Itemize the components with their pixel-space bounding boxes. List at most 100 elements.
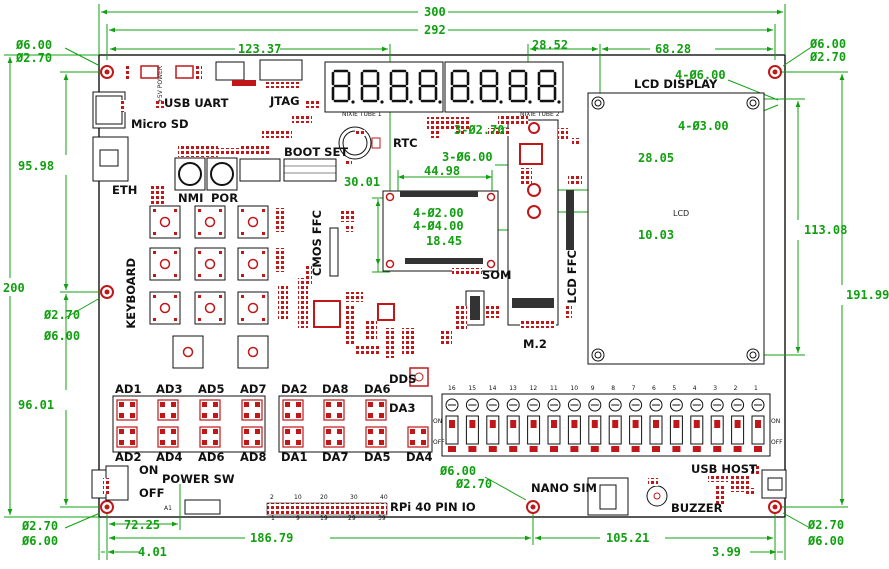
pad-cluster bbox=[558, 128, 568, 140]
rpi-pin-top: 10 bbox=[294, 494, 302, 501]
label-da-bottom: DA4 bbox=[406, 450, 433, 464]
nixie-digit bbox=[360, 69, 380, 103]
switch-number: 1 bbox=[754, 385, 758, 392]
pad-cluster bbox=[708, 476, 728, 482]
pad-cluster bbox=[155, 100, 165, 108]
label-da3: DA3 bbox=[389, 401, 416, 415]
label-ad-top: AD7 bbox=[240, 382, 267, 396]
switch-number: 4 bbox=[692, 385, 697, 392]
dim-rb-hole-d1: Ø2.70 bbox=[808, 518, 845, 532]
rpi-pin-top: 2 bbox=[270, 494, 274, 501]
ad-da-pads bbox=[112, 395, 433, 453]
label-buzzer: BUZZER bbox=[671, 501, 723, 515]
switch-switch_on-left: ON bbox=[433, 418, 443, 425]
switch-number: 16 bbox=[448, 385, 456, 392]
dim-m2-offset: 28.52 bbox=[532, 38, 569, 52]
nixie-digit bbox=[537, 69, 557, 103]
switch-switch_off: OFF bbox=[771, 439, 783, 446]
pad-cluster bbox=[274, 248, 284, 272]
toggle-switches bbox=[441, 393, 771, 457]
switch-number: 6 bbox=[652, 385, 656, 392]
pad-cluster bbox=[488, 128, 510, 136]
pad-cluster bbox=[278, 286, 288, 320]
pad-cluster bbox=[292, 115, 312, 123]
pad-cluster bbox=[340, 210, 354, 222]
switch-number: 3 bbox=[713, 385, 718, 392]
dim-som-sub: 18.45 bbox=[426, 234, 463, 248]
pad-cluster bbox=[486, 306, 500, 318]
keyboard-keys bbox=[149, 205, 269, 369]
label-nmi: NMI bbox=[178, 191, 204, 205]
dim-lt-hole-d: Ø6.00 bbox=[16, 38, 53, 52]
dim-lb-hole-d2: Ø6.00 bbox=[22, 534, 59, 548]
dim-som-h: 30.01 bbox=[344, 175, 381, 189]
switch-number: 7 bbox=[631, 385, 636, 392]
label-da-bottom: DA7 bbox=[322, 450, 349, 464]
misc-pads bbox=[103, 66, 760, 504]
pad-cluster bbox=[384, 328, 396, 358]
dim-som-holes-a: 4-Ø2.00 bbox=[413, 206, 464, 220]
label-ad-top: AD3 bbox=[156, 382, 183, 396]
pad-cluster bbox=[150, 185, 164, 205]
label-da-top: DA2 bbox=[281, 382, 308, 396]
switch-number: 15 bbox=[468, 385, 477, 392]
label-off: OFF bbox=[139, 486, 165, 500]
pad-cluster bbox=[520, 168, 532, 184]
reset-buttons bbox=[174, 157, 238, 191]
pad-cluster bbox=[452, 268, 482, 276]
label-jtag: JTAG bbox=[270, 94, 300, 108]
label-dds: DDS bbox=[389, 372, 417, 386]
pad-cluster bbox=[520, 320, 556, 328]
pad-cluster bbox=[125, 66, 131, 80]
nixie-digit bbox=[450, 69, 470, 103]
label-da-top: DA8 bbox=[322, 382, 349, 396]
nixie-digit bbox=[508, 69, 528, 103]
switch-switch_on: ON bbox=[771, 418, 781, 425]
dim-right-height: 191.99 bbox=[846, 288, 889, 302]
pad-cluster bbox=[750, 464, 760, 476]
dim-bottom-mid: 186.79 bbox=[250, 531, 294, 545]
label-ad-bottom: AD8 bbox=[240, 450, 267, 464]
dim-lb-hole-d1: Ø2.70 bbox=[22, 519, 59, 533]
pad-cluster bbox=[402, 328, 414, 354]
pad-cluster bbox=[456, 126, 464, 134]
rpi-pin-top: 40 bbox=[380, 494, 388, 501]
pad-cluster bbox=[120, 100, 126, 112]
pad-cluster bbox=[572, 138, 580, 146]
label-nixie2: NIXIE TUBE 2 bbox=[520, 111, 560, 118]
dim-lcd-holes-outer: 4-Ø6.00 bbox=[675, 68, 726, 82]
dim-bottom-left: 4.01 bbox=[138, 545, 167, 559]
dim-bottom-right: 105.21 bbox=[606, 531, 650, 545]
dim-rb-hole-d2: Ø6.00 bbox=[808, 534, 845, 548]
label-da-bottom: DA5 bbox=[364, 450, 391, 464]
nixie-digit bbox=[389, 69, 409, 103]
pad-cluster bbox=[196, 66, 202, 80]
pad-cluster bbox=[298, 278, 308, 328]
pad-cluster bbox=[564, 304, 572, 318]
switch-number: 13 bbox=[509, 385, 517, 392]
label-nixie1: NIXIE TUBE 1 bbox=[342, 111, 382, 118]
pad-cluster bbox=[498, 116, 528, 124]
key bbox=[172, 335, 204, 369]
dim-lt-hole-d2: Ø2.70 bbox=[16, 51, 53, 65]
som-module bbox=[382, 190, 499, 272]
pad-cluster bbox=[345, 292, 363, 302]
label-boot-set: BOOT SET bbox=[284, 145, 349, 159]
dim-left-total: 200 bbox=[3, 281, 25, 295]
dim-som-w: 44.98 bbox=[424, 164, 461, 178]
rpi-pin-bottom: 9 bbox=[296, 515, 300, 522]
pad-cluster bbox=[240, 145, 270, 155]
lcd-display bbox=[587, 92, 765, 365]
label-lcd-ffc: LCD FFC bbox=[565, 250, 579, 304]
pad-cluster bbox=[356, 346, 380, 356]
label-lcd: LCD bbox=[673, 209, 690, 218]
label-por: POR bbox=[211, 191, 239, 205]
rpi-pin-top: 30 bbox=[350, 494, 358, 501]
label-ad-bottom: AD6 bbox=[198, 450, 225, 464]
dim-bottom-pwr: 72.25 bbox=[124, 518, 161, 532]
switch-switch_off-left: OFF bbox=[433, 439, 445, 446]
label-usb-host: USB HOST bbox=[691, 462, 757, 476]
pad-cluster bbox=[344, 160, 352, 166]
label-micro-sd: Micro SD bbox=[131, 117, 189, 131]
dim-width-total: 300 bbox=[424, 5, 446, 19]
